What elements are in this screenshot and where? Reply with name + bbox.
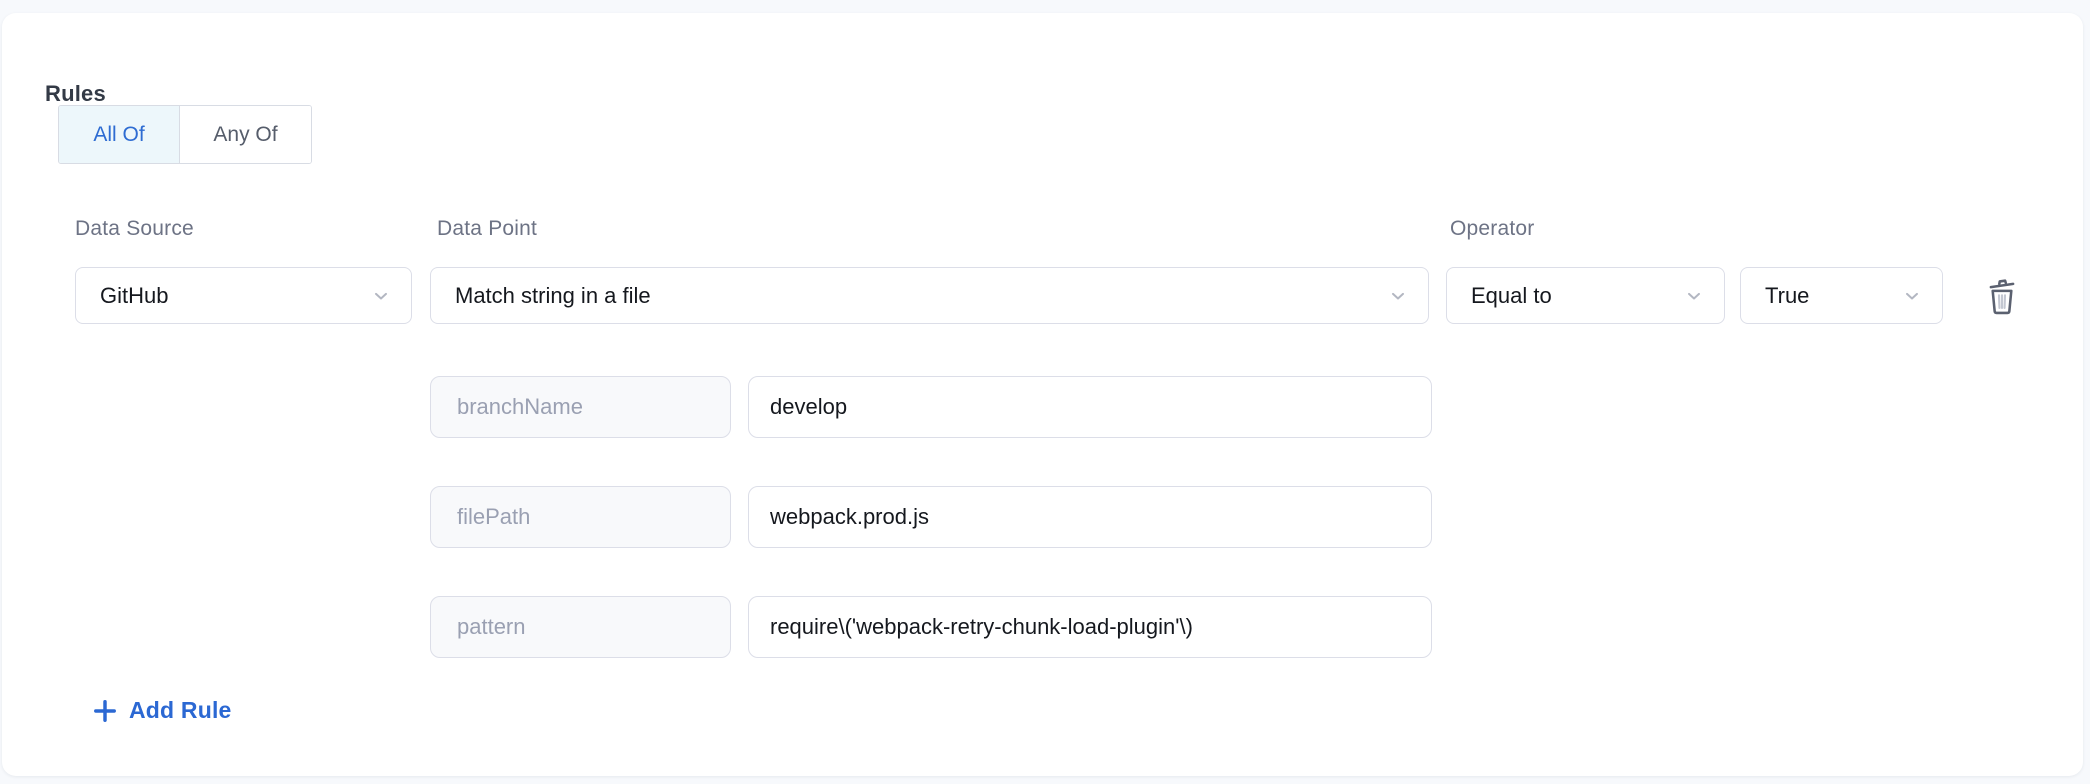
match-mode-any-of-button[interactable]: Any Of <box>180 106 311 163</box>
all-of-label: All Of <box>93 122 145 146</box>
chevron-down-icon <box>1684 286 1704 306</box>
add-rule-label: Add Rule <box>129 697 232 723</box>
param-value-text: develop <box>770 394 848 419</box>
data-point-value: Match string in a file <box>455 282 651 308</box>
data-point-label: Data Point <box>437 217 538 240</box>
param-value-input[interactable]: develop <box>748 376 1432 438</box>
param-value-input[interactable]: require\('webpack-retry-chunk-load-plugi… <box>748 596 1432 658</box>
data-source-label: Data Source <box>75 217 194 240</box>
plus-icon <box>92 698 118 724</box>
chevron-down-icon <box>371 286 391 306</box>
any-of-label: Any Of <box>213 122 278 146</box>
param-value-text: require\('webpack-retry-chunk-load-plugi… <box>770 614 1193 639</box>
param-key-text: filePath <box>457 504 531 529</box>
operator-value: Equal to <box>1471 282 1552 308</box>
param-key-field[interactable]: branchName <box>430 376 731 438</box>
trash-icon <box>1984 276 2020 316</box>
add-rule-button[interactable]: Add Rule <box>92 697 232 724</box>
data-source-value: GitHub <box>100 282 169 308</box>
operator-expected-value-select[interactable]: True <box>1740 267 1943 324</box>
rules-card: Rules All Of Any Of Data Source Data Poi… <box>2 13 2083 776</box>
param-value-text: webpack.prod.js <box>770 504 929 529</box>
data-point-select[interactable]: Match string in a file <box>430 267 1429 324</box>
match-mode-segmented-control: All Of Any Of <box>58 105 312 164</box>
operator-expected-value: True <box>1765 282 1810 308</box>
chevron-down-icon <box>1388 286 1408 306</box>
match-mode-all-of-button[interactable]: All Of <box>59 106 180 163</box>
chevron-down-icon <box>1902 286 1922 306</box>
operator-label: Operator <box>1450 217 1535 240</box>
data-source-select[interactable]: GitHub <box>75 267 412 324</box>
param-key-text: pattern <box>457 614 526 639</box>
param-key-field[interactable]: filePath <box>430 486 731 548</box>
param-key-field[interactable]: pattern <box>430 596 731 658</box>
operator-select[interactable]: Equal to <box>1446 267 1725 324</box>
param-value-input[interactable]: webpack.prod.js <box>748 486 1432 548</box>
param-key-text: branchName <box>457 394 583 419</box>
rules-section-title: Rules <box>45 81 106 106</box>
delete-rule-button[interactable] <box>1982 274 2022 318</box>
